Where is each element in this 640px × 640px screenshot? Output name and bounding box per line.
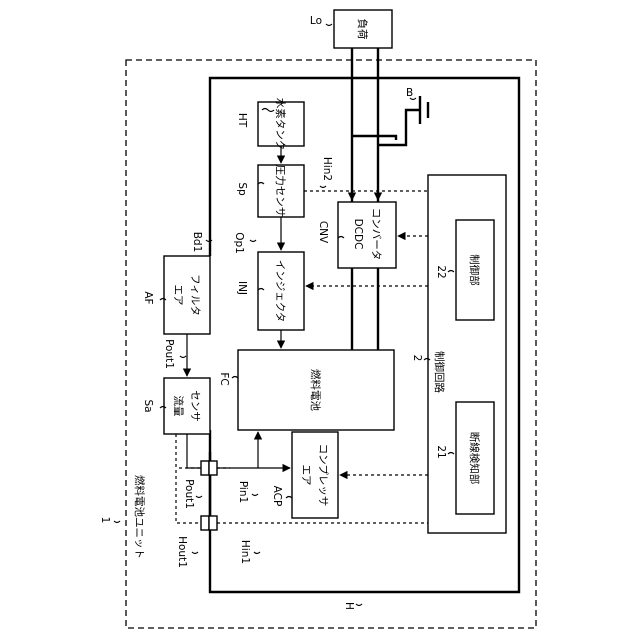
hydrogen-tank-ref: HT bbox=[236, 113, 248, 128]
disconnect-detector-label: 断線検知部 bbox=[468, 432, 481, 485]
pout1-top-label: Pout1 bbox=[163, 339, 175, 369]
connector-hin1-b bbox=[209, 516, 217, 530]
air-filter-label-1: エア bbox=[172, 285, 184, 306]
control-circuit-label: 制御回路 bbox=[433, 351, 446, 393]
unit-ref: 1 bbox=[99, 517, 111, 524]
pressure-sensor-ref: Sp bbox=[236, 182, 248, 196]
fuel-cell-label: 燃料電池 bbox=[309, 369, 322, 411]
disconnect-detector-ref: 21 bbox=[435, 445, 447, 458]
injector-label: インジェクタ bbox=[274, 260, 286, 323]
control-unit-label: 制御部 bbox=[468, 254, 481, 286]
flow-sensor-box bbox=[164, 378, 210, 434]
dcdc-ref: CNV bbox=[317, 221, 329, 244]
hin1-label: Hin1 bbox=[239, 540, 251, 564]
compressor-ref: ACP bbox=[271, 486, 283, 507]
pressure-sensor-label: 圧力センサ bbox=[274, 165, 287, 218]
control-circuit-ref: 2 bbox=[411, 355, 423, 362]
air-compressor-box bbox=[292, 432, 338, 518]
flow-sensor-label-2: センサ bbox=[189, 390, 201, 422]
dcdc-converter-box bbox=[338, 202, 396, 268]
injector-ref: INJ bbox=[236, 281, 248, 295]
compressor-label-1: エア bbox=[300, 465, 312, 486]
hout1-label: Hout1 bbox=[176, 536, 188, 568]
housing-ref: H bbox=[343, 602, 355, 610]
control-unit-ref: 22 bbox=[435, 265, 447, 278]
load-ref: Lo bbox=[310, 15, 322, 27]
dcdc-label-2: コンバータ bbox=[370, 208, 382, 261]
compressor-label-2: コンプレッサ bbox=[317, 444, 329, 507]
fuel-cell-ref: FC bbox=[218, 372, 230, 385]
battery-ref: B bbox=[406, 87, 413, 99]
connector-pin1-a bbox=[201, 461, 209, 475]
battery-wiring bbox=[378, 110, 420, 145]
connector-pin1-b bbox=[209, 461, 217, 475]
dcdc-label-1: DCDC bbox=[352, 219, 364, 250]
hydrogen-tank-label: 水素タンク bbox=[274, 98, 287, 151]
battery-wiring-2 bbox=[352, 136, 396, 140]
hin2-label: Hin2 bbox=[321, 157, 333, 181]
pout1-bottom-label: Pout1 bbox=[183, 479, 195, 509]
flow-sensor-ref: Sa bbox=[142, 399, 154, 412]
connector-hin1-a bbox=[201, 516, 209, 530]
air-filter-label-2: フィルタ bbox=[189, 274, 201, 316]
flow-sensor-label-1: 流量 bbox=[172, 396, 185, 417]
air-filter-ref: AF bbox=[142, 291, 154, 304]
air-filter-box bbox=[164, 256, 210, 334]
pin1-label: Pin1 bbox=[237, 481, 249, 503]
load-label: 負荷 bbox=[356, 19, 368, 40]
bd1-label: Bd1 bbox=[191, 232, 203, 253]
unit-name-label: 燃料電池ユニット bbox=[133, 475, 146, 559]
op1-label: Op1 bbox=[233, 232, 245, 254]
